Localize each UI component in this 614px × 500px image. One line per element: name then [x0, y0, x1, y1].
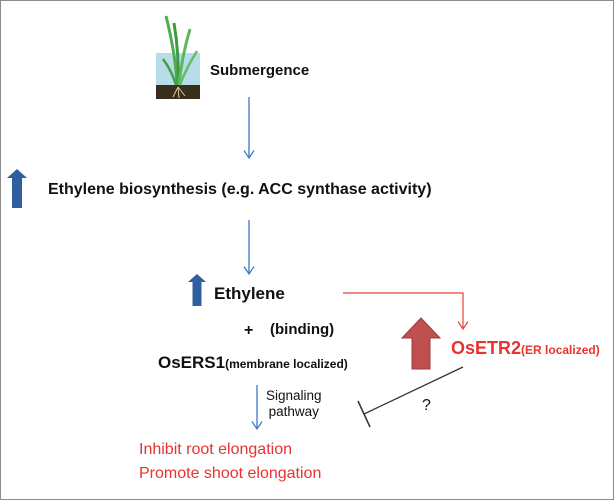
promote-shoot-label: Promote shoot elongation [139, 465, 322, 482]
inhibit-root-label: Inhibit root elongation [139, 441, 292, 458]
osetr2-label: OsETR2(ER localized) [451, 339, 600, 357]
ethylene-biosynthesis-label: Ethylene biosynthesis (e.g. ACC synthase… [48, 181, 432, 198]
inhibition-osetr2-to-signaling [357, 366, 464, 428]
rice-seedling-icon [156, 15, 200, 99]
ethylene-label: Ethylene [214, 284, 285, 303]
plus-label: + [244, 322, 254, 339]
osers1-label: OsERS1(membrane localized) [158, 354, 348, 371]
osers1-localization: (membrane localized) [225, 357, 348, 371]
osers1-name: OsERS1 [158, 353, 226, 372]
arrow-ethylene-to-osetr2 [343, 292, 469, 331]
binding-label: (binding) [270, 321, 335, 338]
signaling-line-2: pathway [268, 404, 319, 420]
signaling-line-1: Signaling [266, 388, 322, 403]
osetr2-name: OsETR2 [451, 338, 522, 358]
blue-up-arrow-icon [188, 274, 206, 306]
red-up-arrow-icon [400, 317, 442, 370]
question-mark-label: ? [422, 397, 431, 414]
osetr2-localization: (ER localized) [521, 343, 600, 357]
submergence-label: Submergence [210, 62, 310, 79]
blue-up-arrow-icon [7, 169, 27, 208]
